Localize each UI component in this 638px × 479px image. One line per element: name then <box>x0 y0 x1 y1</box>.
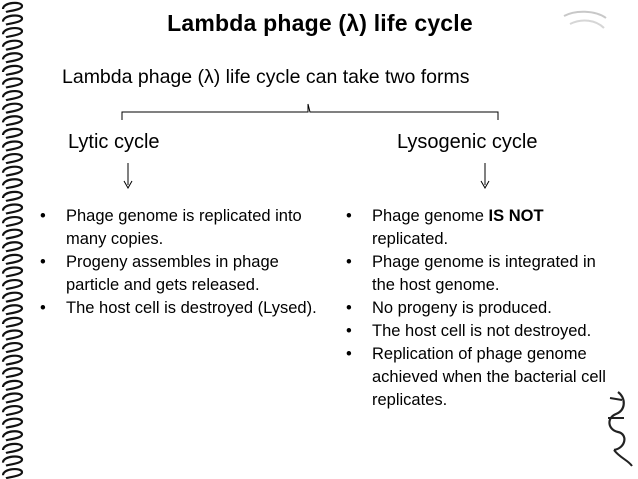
spiral-coil <box>1 77 24 89</box>
list-item-text: Phage genome <box>372 207 489 225</box>
spiral-coil <box>1 430 24 442</box>
spiral-coil <box>1 253 24 266</box>
spiral-coil <box>1 468 24 479</box>
lysogenic-cycle-list: Phage genome IS NOT replicated. Phage ge… <box>344 205 619 412</box>
spiral-coil <box>1 417 24 429</box>
list-item: Progeny assembles in phage particle and … <box>38 251 318 297</box>
down-arrow-icon <box>123 163 133 189</box>
list-item: Phage genome IS NOT replicated. <box>344 205 619 251</box>
spiral-coil <box>1 367 24 379</box>
spiral-coil <box>1 442 24 455</box>
spiral-coil <box>1 90 24 102</box>
spiral-coil <box>1 178 24 190</box>
spiral-coil <box>1 39 24 51</box>
list-item: The host cell is destroyed (Lysed). <box>38 297 318 320</box>
spiral-coil <box>1 127 24 140</box>
slide-subtitle: Lambda phage (λ) life cycle can take two… <box>62 66 470 88</box>
spiral-coil <box>1 241 24 253</box>
spiral-coil <box>1 405 24 417</box>
spiral-coil <box>1 291 24 303</box>
spiral-coil <box>1 203 24 215</box>
spiral-coil <box>1 64 24 77</box>
spiral-coil <box>1 455 24 467</box>
spiral-coil <box>1 228 24 240</box>
spiral-coil <box>1 27 24 39</box>
list-item-text: replicated. <box>372 230 449 248</box>
spiral-coil <box>1 266 24 278</box>
spiral-coil <box>1 52 24 64</box>
down-arrow-icon <box>480 163 490 189</box>
branch-bracket <box>121 103 499 120</box>
spiral-coil <box>1 316 24 329</box>
lytic-cycle-list: Phage genome is replicated into many cop… <box>38 205 318 320</box>
spiral-coil <box>1 102 24 114</box>
list-item: Phage genome is integrated in the host g… <box>344 251 619 297</box>
list-item: Phage genome is replicated into many cop… <box>38 205 318 251</box>
spiral-coil <box>1 216 24 228</box>
notebook-spiral-binding <box>1 1 24 479</box>
list-item: Replication of phage genome achieved whe… <box>344 343 619 412</box>
spiral-coil <box>1 279 24 291</box>
decorative-swirl-icon <box>563 10 607 29</box>
emphasis-text: IS NOT <box>488 207 544 225</box>
list-item: The host cell is not destroyed. <box>344 320 619 343</box>
spiral-coil <box>1 304 24 316</box>
spiral-coil <box>1 190 24 203</box>
spiral-coil <box>1 354 24 366</box>
spiral-coil <box>1 342 24 354</box>
spiral-coil <box>1 140 24 152</box>
spiral-coil <box>1 14 24 26</box>
spiral-coil <box>1 392 24 404</box>
spiral-coil <box>1 1 24 14</box>
corner-swirl-icon <box>608 391 633 467</box>
spiral-coil <box>1 379 24 392</box>
list-item: No progeny is produced. <box>344 297 619 320</box>
spiral-coil <box>1 153 24 165</box>
slide-title: Lambda phage (λ) life cycle <box>167 10 473 36</box>
spiral-coil <box>1 165 24 177</box>
lysogenic-cycle-heading: Lysogenic cycle <box>397 131 538 153</box>
lytic-cycle-heading: Lytic cycle <box>68 131 160 153</box>
spiral-coil <box>1 115 24 127</box>
spiral-coil <box>1 329 24 341</box>
